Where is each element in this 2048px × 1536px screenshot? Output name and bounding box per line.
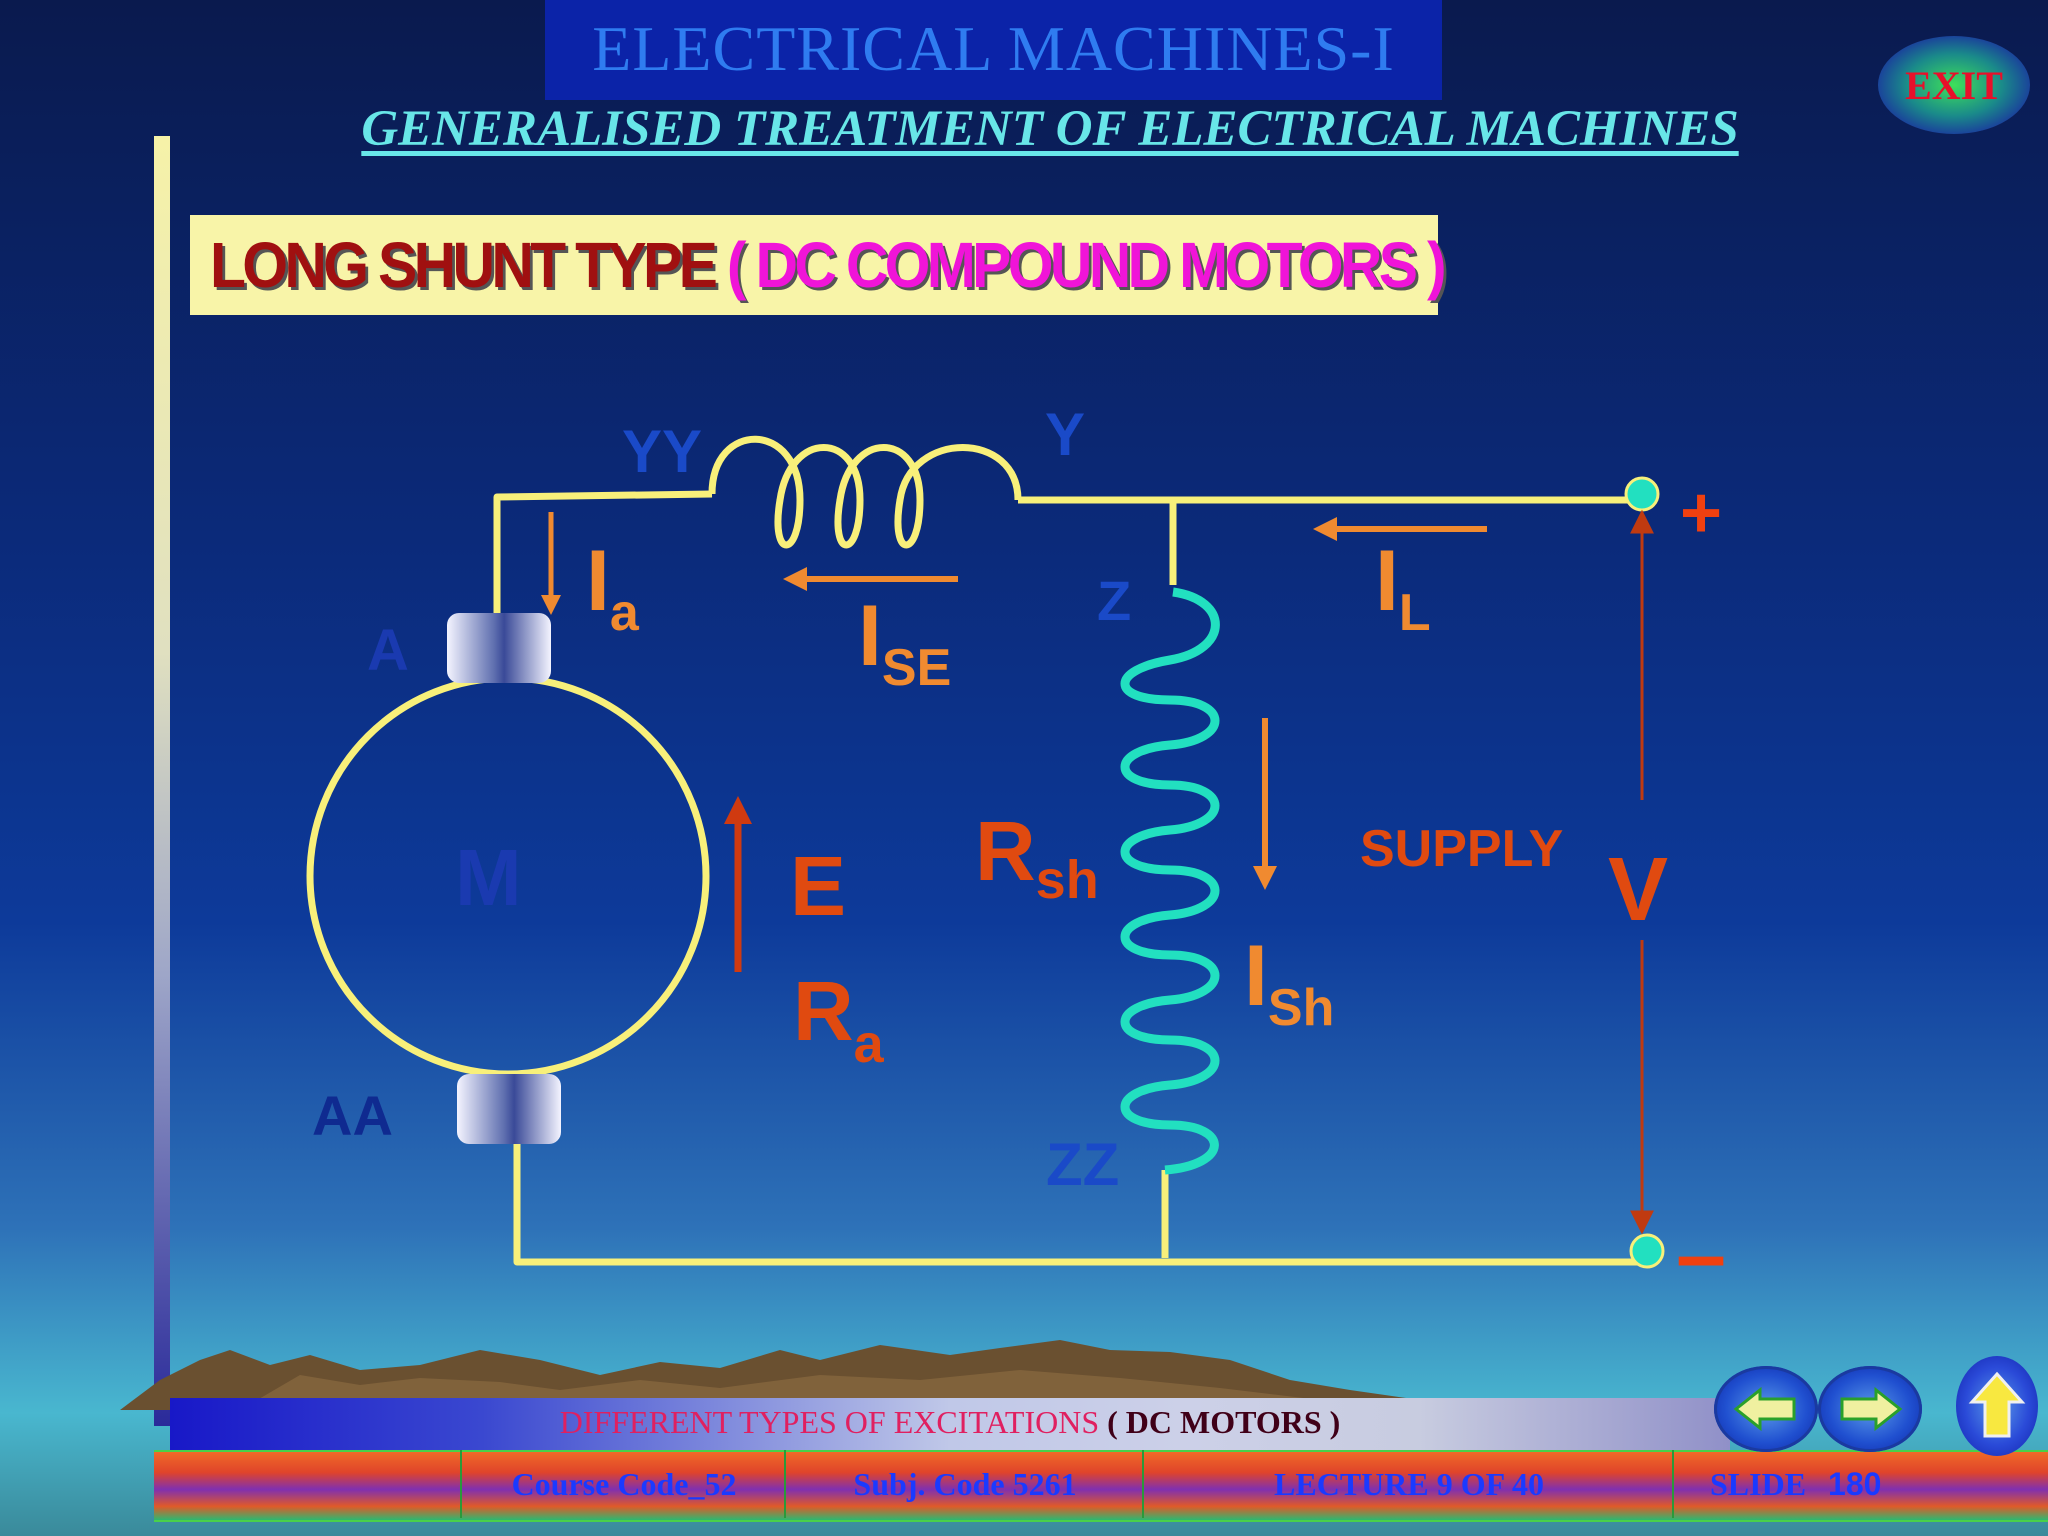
slide-number: 180 xyxy=(1828,1465,1882,1502)
exit-button[interactable]: EXIT xyxy=(1878,36,2030,134)
label-ish: ISh xyxy=(1244,928,1334,1037)
label-ra: Ra xyxy=(793,964,885,1074)
series-field-coil xyxy=(708,435,1022,549)
supply-terminal-positive xyxy=(1624,476,1660,512)
brush-top xyxy=(447,613,551,683)
brush-bottom xyxy=(457,1074,561,1144)
shunt-field-coil xyxy=(1120,587,1220,1175)
slide-title-panel: LONG SHUNT TYPE ( DC COMPOUND MOTORS ) xyxy=(190,215,1447,315)
arrow-left-icon xyxy=(1733,1386,1796,1432)
lecture-cell: LECTURE 9 OF 40 xyxy=(1142,1450,1674,1518)
label-rsh: Rsh xyxy=(975,804,1099,910)
slide-subtitle: GENERALISED TREATMENT OF ELECTRICAL MACH… xyxy=(361,101,1739,157)
course-code: Course Code_52 xyxy=(511,1465,737,1502)
label-armature-aa: AA xyxy=(312,1084,393,1147)
mountains-decoration xyxy=(120,1340,1740,1410)
arrow-right-icon xyxy=(1840,1386,1903,1432)
prev-slide-button[interactable] xyxy=(1714,1366,1818,1452)
subject-code-cell: Subj. Code 5261 xyxy=(784,1450,1144,1518)
label-voltage: V xyxy=(1608,840,1668,940)
label-shunt-z: Z xyxy=(1097,569,1131,632)
slide-title-type: LONG SHUNT TYPE xyxy=(210,229,718,301)
home-button[interactable] xyxy=(1956,1356,2038,1456)
label-armature-a: A xyxy=(367,618,409,683)
bottom-info-bar xyxy=(154,1450,2048,1522)
supply-terminal-negative xyxy=(1629,1233,1665,1269)
course-code-cell: Course Code_52 xyxy=(460,1450,786,1518)
label-supply: SUPPLY xyxy=(1360,820,1563,878)
label-minus: – xyxy=(1676,1205,1726,1305)
footer-caption-bold: ( DC MOTORS ) xyxy=(1107,1404,1341,1440)
footer-caption-main: DIFFERENT TYPES OF EXCITATIONS xyxy=(559,1404,1100,1440)
label-series-y: Y xyxy=(1045,401,1085,468)
footer-caption-strip xyxy=(170,1398,1730,1450)
label-emf: E xyxy=(790,839,846,933)
label-il: IL xyxy=(1375,533,1431,642)
wires xyxy=(493,490,1645,1266)
course-title: ELECTRICAL MACHINES-I xyxy=(592,13,1395,84)
label-plus: + xyxy=(1680,473,1722,553)
label-motor-m: M xyxy=(455,833,522,922)
slide-number-cell: SLIDE 180 xyxy=(1672,1450,2048,1518)
exit-button-label: EXIT xyxy=(1905,62,2003,108)
label-ia: Ia xyxy=(586,533,640,642)
slide-title: LONG SHUNT TYPE ( DC COMPOUND MOTORS ) xyxy=(210,228,1447,302)
left-decorative-bar xyxy=(154,136,170,1426)
wire-armature-top xyxy=(493,490,713,622)
wire-armature-bottom xyxy=(513,1140,1645,1266)
header-box xyxy=(545,0,1442,100)
slide-label: SLIDE xyxy=(1710,1465,1807,1502)
next-slide-button[interactable] xyxy=(1818,1366,1922,1452)
footer-caption: DIFFERENT TYPES OF EXCITATIONS ( DC MOTO… xyxy=(170,1404,1730,1441)
label-series-yy: YY xyxy=(622,418,702,485)
slide-title-category: ( DC COMPOUND MOTORS ) xyxy=(726,229,1447,301)
label-ise: ISE xyxy=(858,588,951,697)
label-shunt-zz: ZZ xyxy=(1046,1131,1119,1198)
arrow-up-icon xyxy=(1968,1371,2026,1438)
lecture-info: LECTURE 9 OF 40 xyxy=(1274,1465,1544,1502)
subject-code: Subj. Code 5261 xyxy=(853,1465,1077,1502)
